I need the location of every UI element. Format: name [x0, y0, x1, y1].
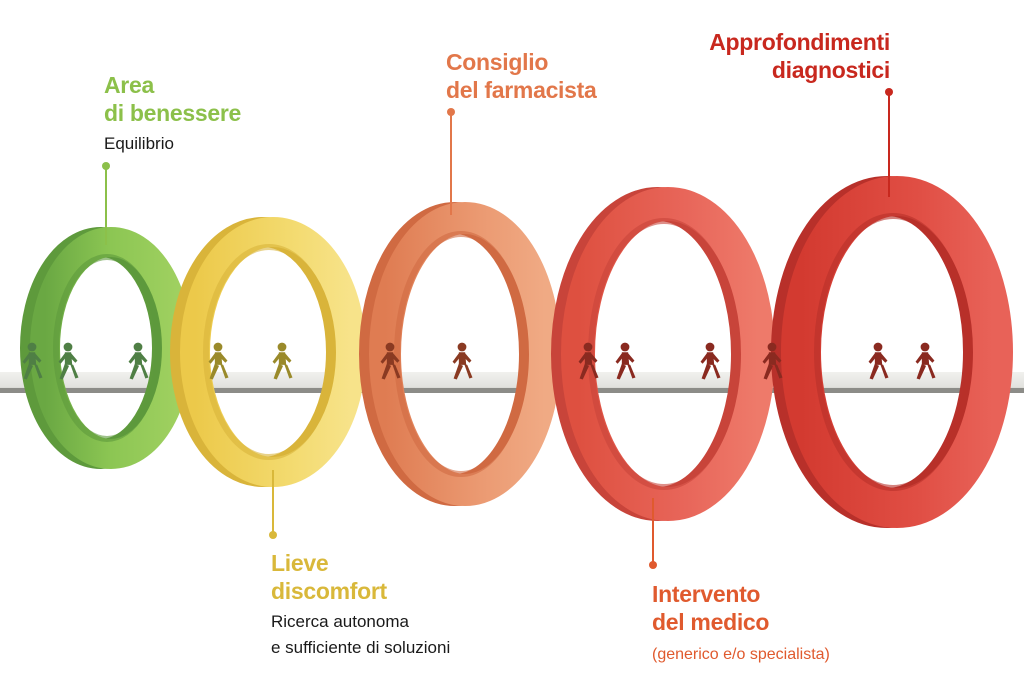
text-line: Ricerca autonoma — [271, 612, 409, 631]
text-line: di benessere — [104, 100, 242, 126]
text-line: discomfort — [271, 578, 387, 604]
ring-farmacista — [359, 202, 561, 506]
text-line: Consiglio — [446, 49, 549, 75]
ring-discomfort — [170, 217, 366, 487]
ring-medico — [551, 187, 775, 521]
text-line: del medico — [652, 609, 770, 635]
text-line: Area — [104, 72, 154, 98]
text-line: (generico e/o specialista) — [652, 646, 830, 663]
text-line: del farmacista — [446, 77, 597, 103]
stage-subtitle-benessere: Equilibrio — [104, 131, 174, 157]
text-line: Intervento — [652, 581, 761, 607]
connector-dot-diagnostici — [885, 88, 893, 96]
connector-dot-benessere — [102, 162, 110, 170]
text-line: diagnostici — [771, 57, 890, 83]
stage-subtitle-discomfort: Ricerca autonoma e sufficiente di soluzio… — [271, 609, 450, 661]
connector-dot-discomfort — [269, 531, 277, 539]
text-line: e sufficiente di soluzioni — [271, 638, 451, 657]
text-line: Lieve — [271, 550, 329, 576]
ring-diagnostici — [771, 176, 1013, 528]
stage-subtitle-medico: (generico e/o specialista) — [652, 642, 830, 668]
text-line: Equilibrio — [104, 134, 174, 153]
connector-dot-medico — [649, 561, 657, 569]
ring-benessere — [20, 227, 192, 469]
text-line: Approfondimenti — [709, 29, 890, 55]
connector-dot-farmacista — [447, 108, 455, 116]
